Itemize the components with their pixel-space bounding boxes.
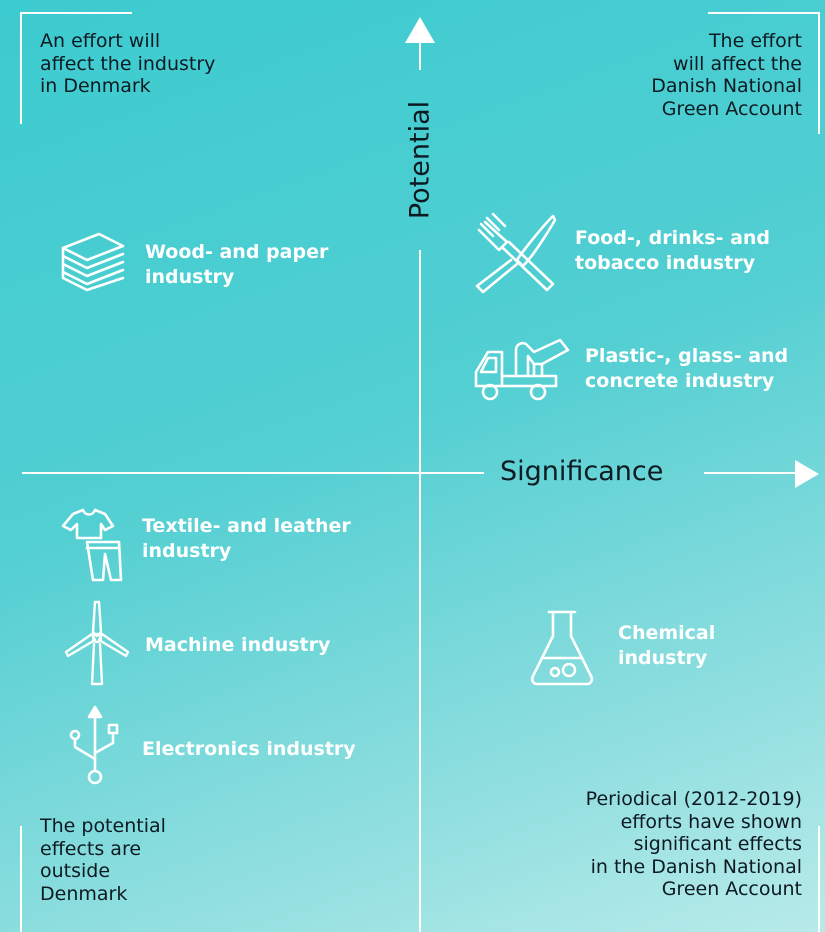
significance-axis-line-left [22, 472, 484, 474]
top-right-bracket-horizontal [708, 12, 820, 14]
fork-knife-icon [475, 212, 557, 294]
food-drinks-label: Food-, drinks- and tobacco industry [575, 227, 771, 274]
corner-text-top-left: An effort will affect the industry in De… [40, 30, 216, 97]
potential-axis-line-upper [419, 40, 421, 70]
significance-axis-label: Significance [500, 456, 664, 487]
corner-text-bottom-right: Periodical (2012-2019) efforts have show… [585, 788, 802, 900]
clothing-icon [61, 508, 123, 582]
potential-axis-arrowhead [405, 17, 435, 43]
flask-icon [530, 610, 594, 686]
potential-axis-line-lower [419, 250, 421, 932]
corner-text-top-right: The effort will affect the Danish Nation… [651, 30, 802, 120]
bottom-right-bracket-vertical [818, 826, 820, 932]
top-right-bracket-vertical [818, 12, 820, 134]
top-left-bracket-horizontal [20, 12, 132, 14]
bottom-left-bracket-vertical [20, 826, 22, 932]
corner-text-bottom-left: The potential effects are outside Denmar… [40, 815, 166, 905]
paper-stack-icon [61, 232, 125, 292]
significance-axis-line-right [704, 472, 800, 474]
wind-turbine-icon [64, 600, 130, 686]
potential-axis-label: Potential [404, 100, 436, 220]
electronics-label: Electronics industry [142, 738, 356, 760]
plastic-glass-label: Plastic-, glass- and concrete industry [585, 345, 789, 392]
concrete-truck-icon [474, 338, 570, 401]
wood-paper-label: Wood- and paper industry [145, 241, 329, 288]
top-left-bracket-vertical [20, 12, 22, 124]
chemical-label: Chemical industry [618, 622, 716, 669]
usb-icon [69, 705, 119, 785]
significance-axis-arrowhead [795, 460, 819, 488]
textile-leather-label: Textile- and leather industry [142, 515, 351, 562]
machine-label: Machine industry [145, 634, 331, 656]
